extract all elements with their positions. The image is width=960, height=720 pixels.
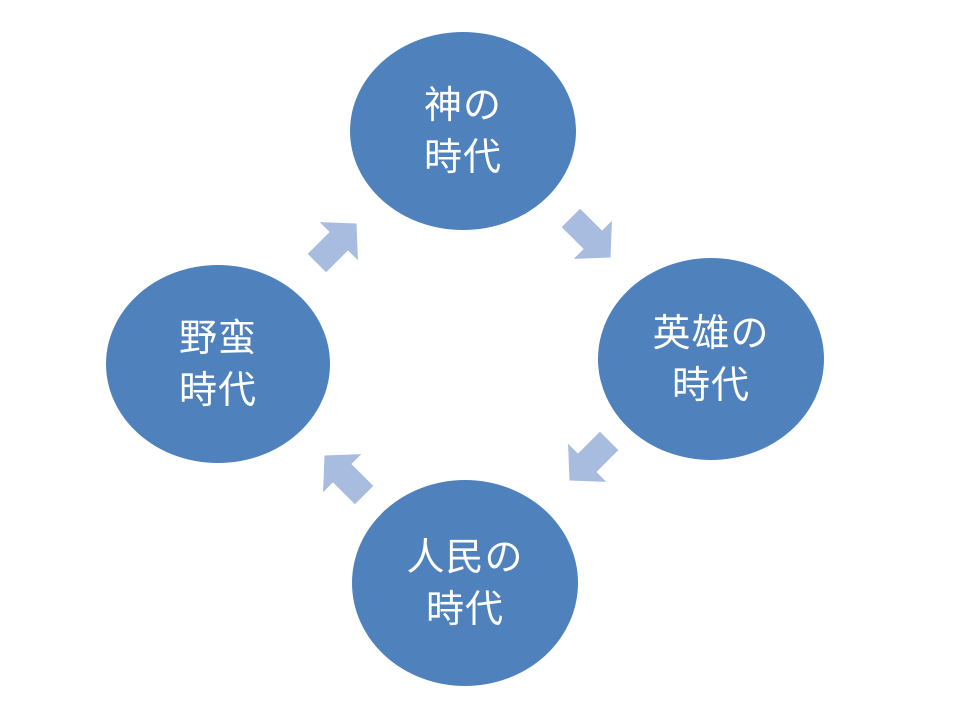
node-gods-age: 神の 時代	[350, 32, 576, 230]
node-label-line-2: 時代	[178, 368, 257, 412]
node-label-line-1: 英雄の	[652, 310, 770, 355]
arrow-down-right-icon	[561, 208, 612, 259]
node-label-line-2: 時代	[425, 587, 504, 631]
node-label-line-2: 時代	[671, 363, 750, 407]
node-heroes-age: 英雄の 時代	[598, 258, 824, 460]
arrow-down-left-icon	[568, 431, 619, 482]
node-label-line-1: 神の	[423, 82, 502, 127]
arrow-up-right-icon	[307, 222, 358, 273]
arrow-up-left-icon	[323, 454, 374, 505]
node-label-line-2: 時代	[423, 135, 502, 179]
node-label-line-1: 人民の	[406, 534, 524, 579]
node-people-age: 人民の 時代	[352, 480, 578, 686]
node-label-line-1: 野蛮	[178, 315, 257, 360]
node-barbaric-age: 野蛮 時代	[106, 265, 330, 463]
